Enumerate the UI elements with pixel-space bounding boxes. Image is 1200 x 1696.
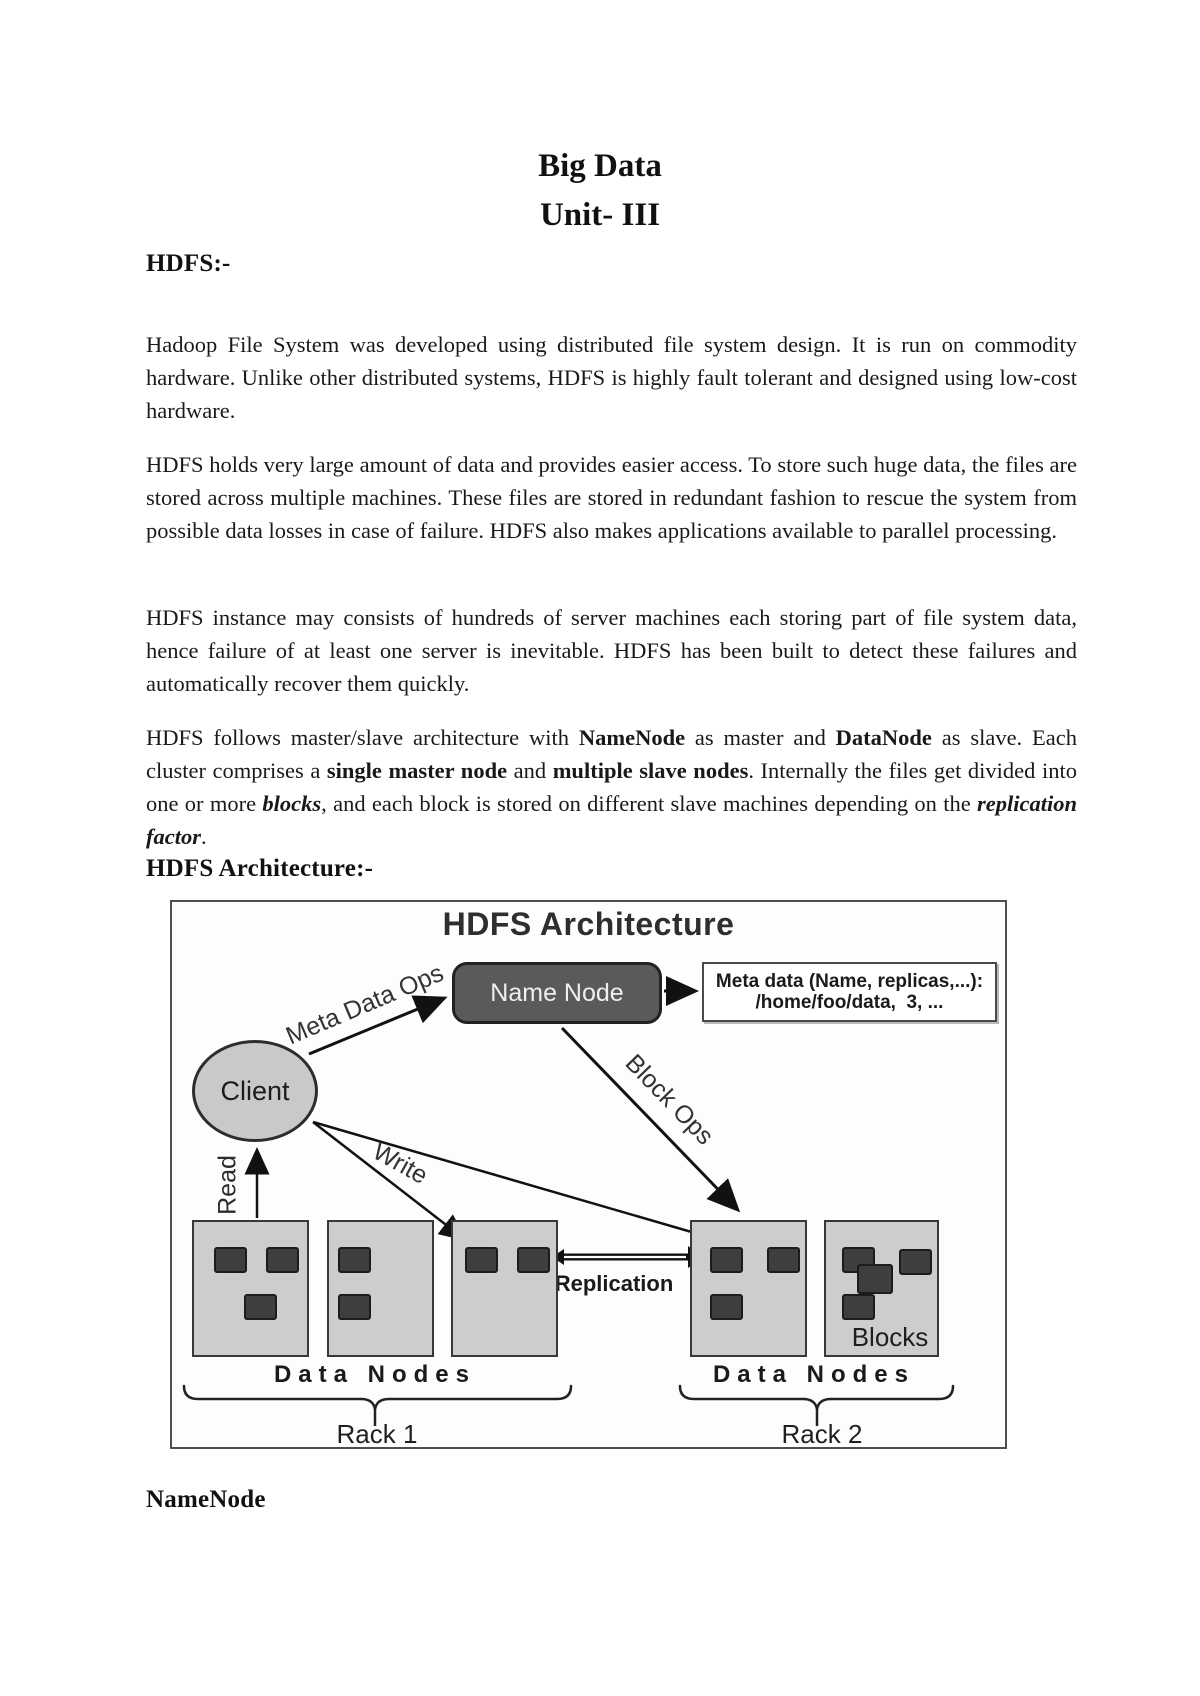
hdfs-architecture-diagram: HDFS Architecture Name Node Meta data (N… [170,900,1007,1449]
datanode-box-4 [690,1220,807,1357]
block-ops-label: Block Ops [619,1048,720,1151]
paragraph: Hadoop File System was developed using d… [146,331,1077,423]
namenode-heading: NameNode [146,1486,266,1513]
data-block [710,1247,743,1273]
read-label: Read [213,1155,242,1215]
document-title-line1: Big Data [538,148,662,184]
datanode-box-3 [451,1220,558,1357]
data-block [857,1264,893,1294]
rack1-label: Rack 1 [336,1419,418,1449]
client-node: Client [192,1040,318,1142]
write-label: Write [368,1137,433,1190]
data-block [710,1294,743,1320]
data-block [244,1294,277,1320]
metadata-line2: /home/foo/data, 3, ... [755,992,944,1013]
data-nodes-label-rack2: Data Nodes [712,1361,916,1388]
data-block [842,1294,875,1320]
blocks-label: Blocks [851,1322,929,1352]
hdfs-heading: HDFS:- [146,250,231,277]
data-block [465,1247,498,1273]
rack1-brace [182,1384,573,1410]
metadata-line1: Meta data (Name, replicas,...): [715,971,984,992]
diagram-title: HDFS Architecture [442,906,735,942]
meta-data-ops-label: Meta Data Ops [281,958,448,1051]
datanode-box-1 [192,1220,309,1357]
data-block [517,1247,550,1273]
data-block [899,1249,932,1275]
block-ops-arrow [560,1026,741,1213]
paragraph: HDFS holds very large amount of data and… [146,451,1077,543]
rack2-label: Rack 2 [781,1419,863,1449]
metadata-box: Meta data (Name, replicas,...): /home/fo… [702,962,997,1022]
paragraph: HDFS instance may consists of hundreds o… [146,604,1077,696]
document-title-line2: Unit- III [539,197,661,233]
datanode-box-2 [327,1220,434,1357]
data-nodes-label-rack1: Data Nodes [273,1361,477,1388]
data-block [767,1247,800,1273]
data-block [338,1247,371,1273]
architecture-heading: HDFS Architecture:- [146,855,374,882]
data-block [266,1247,299,1273]
data-block [214,1247,247,1273]
paragraph: HDFS follows master/slave architecture w… [146,724,1077,849]
document-title: Big Data Unit- III [0,142,1200,240]
data-block [338,1294,371,1320]
rack2-brace [678,1384,955,1410]
replication-label: Replication [554,1271,674,1296]
namenode-node: Name Node [452,962,662,1024]
